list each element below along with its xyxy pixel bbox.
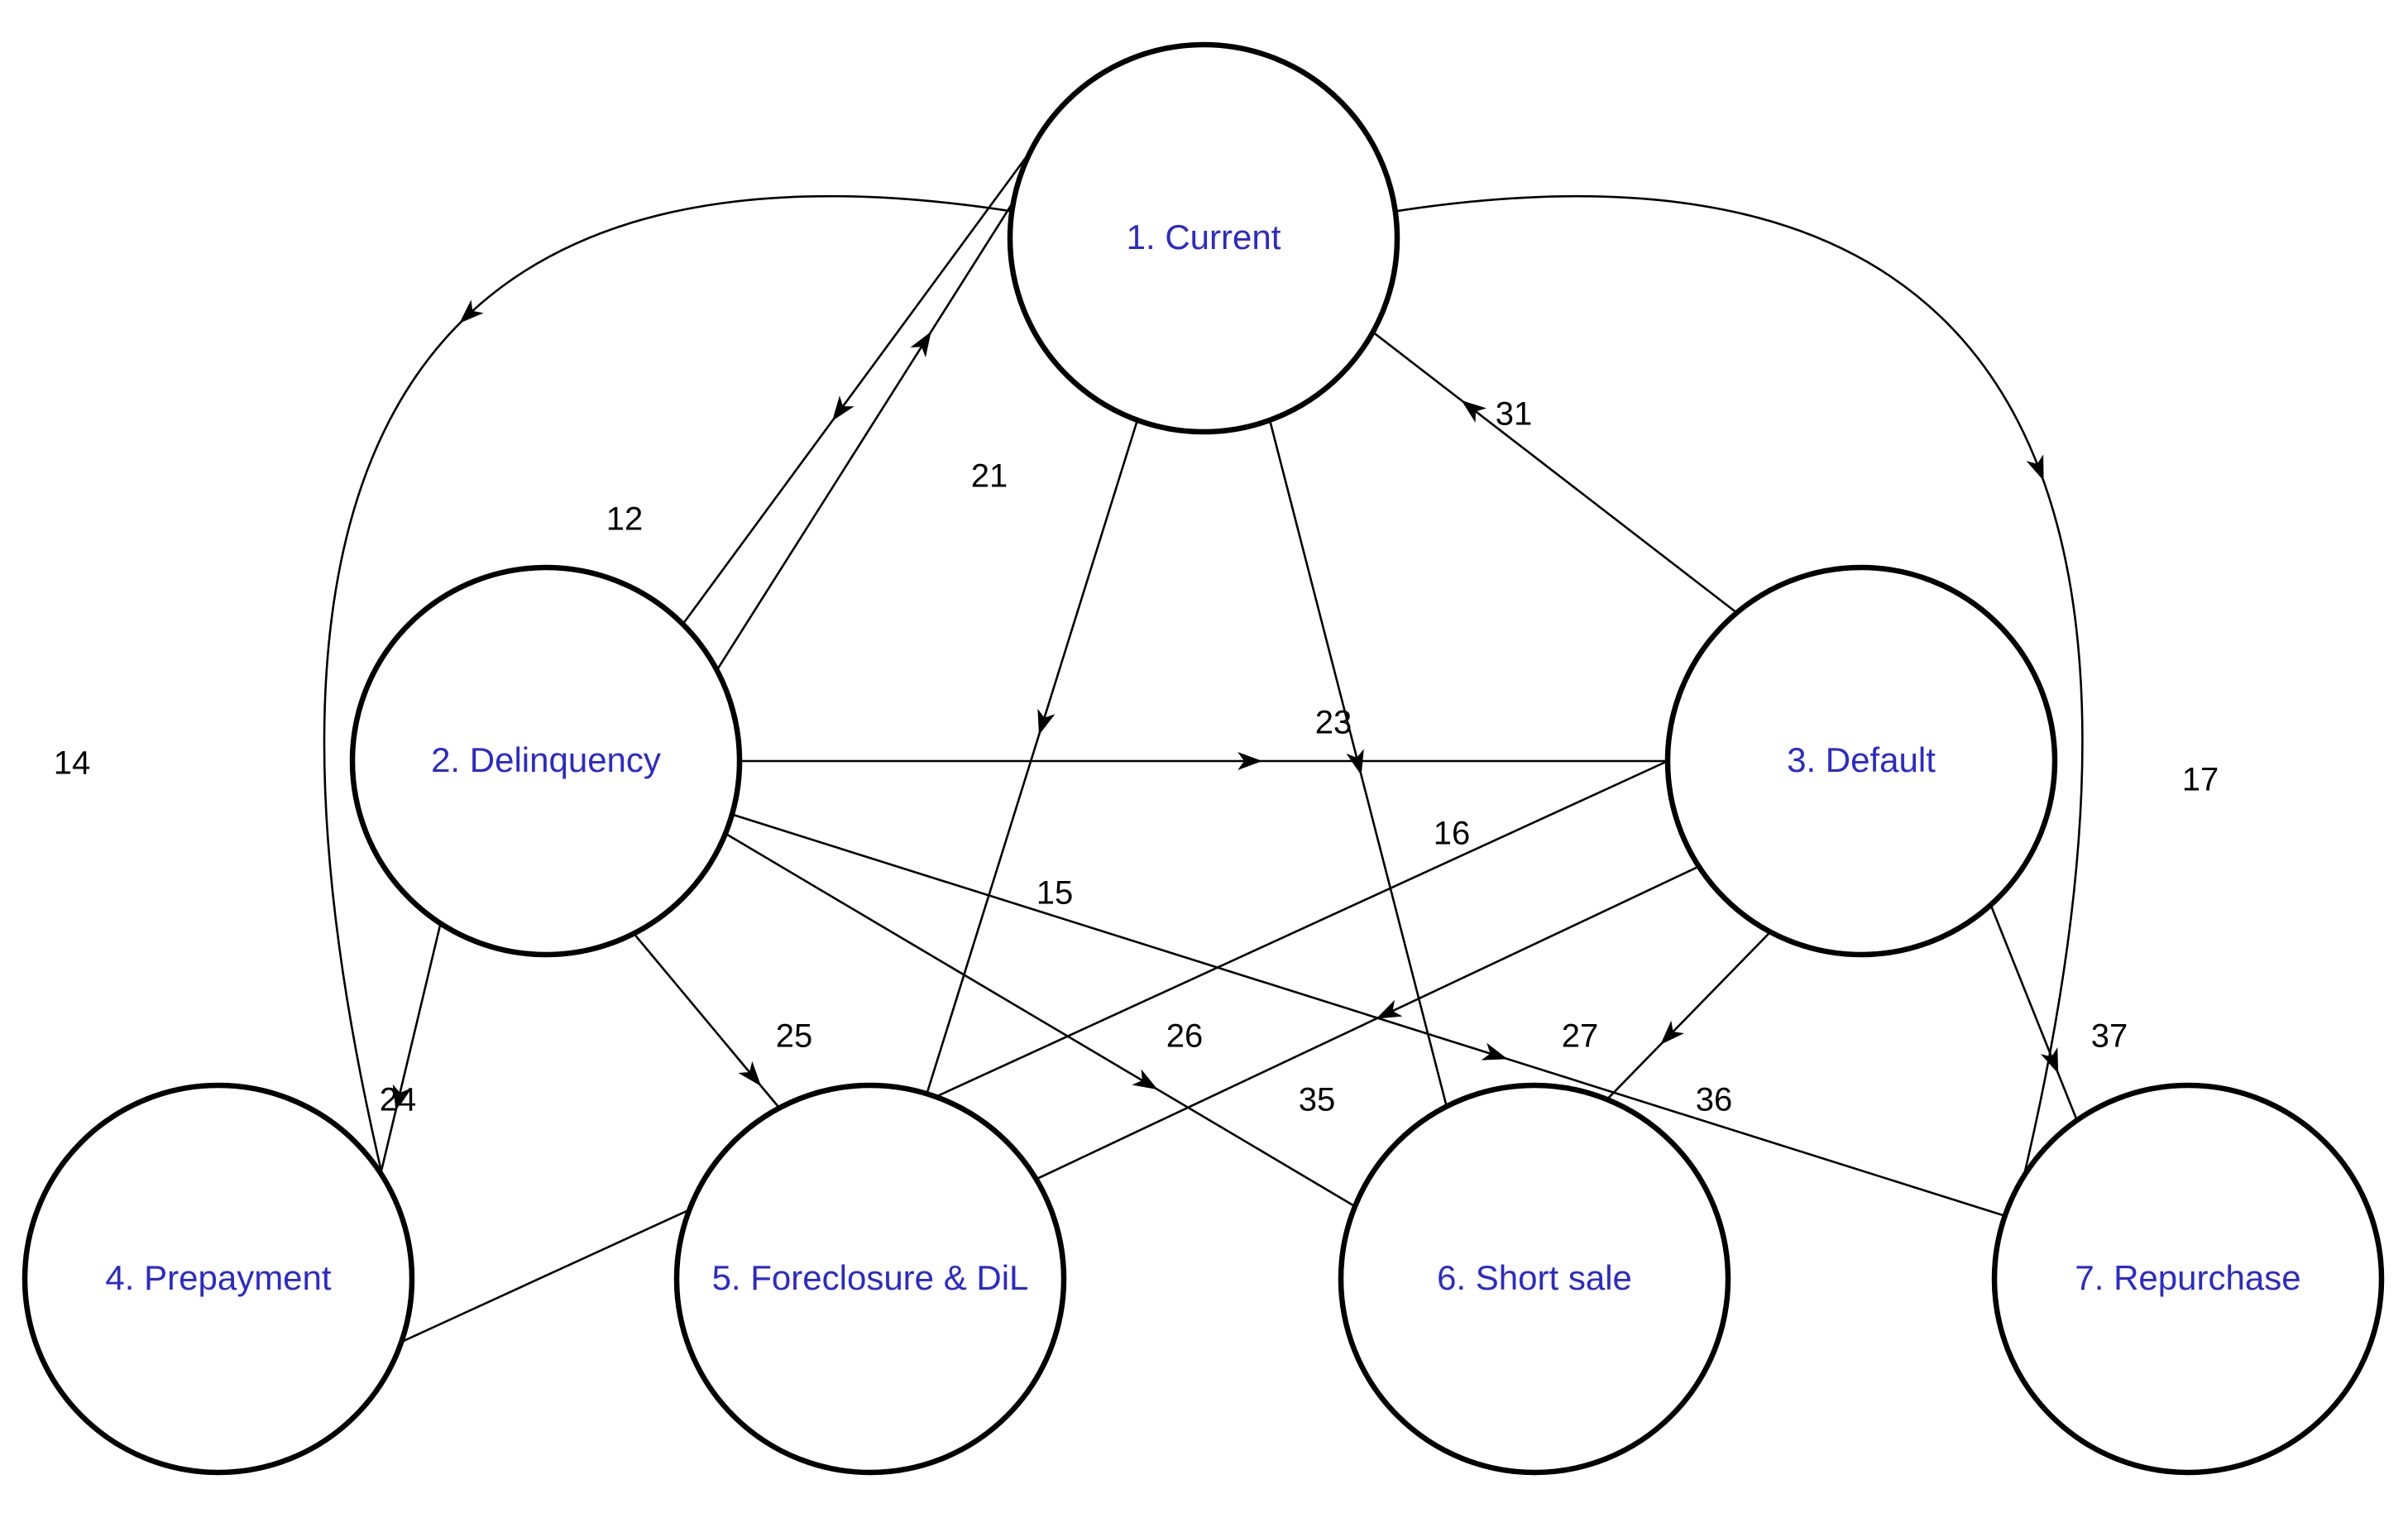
edge-label-1-to-6: 16	[1434, 816, 1471, 852]
edge-label-2-to-6: 26	[1166, 1018, 1204, 1055]
state-node-circle-1	[1007, 41, 1400, 435]
edge-1-to-2	[682, 149, 1032, 625]
edge-3-to-7	[1989, 904, 2078, 1121]
edge-label-1-to-5: 15	[1036, 875, 1074, 912]
arrowhead-1-to-4	[459, 299, 484, 323]
state-node-label-1: 1. Current	[1127, 218, 1281, 256]
edge-label-3-to-1: 31	[1496, 396, 1533, 433]
arrowhead-2-to-7	[1481, 1042, 1508, 1061]
edge-label-1-to-2: 12	[606, 501, 644, 538]
arrowhead-3-to-1	[1461, 400, 1487, 423]
edge-1-to-7	[1395, 194, 2084, 1177]
arrowhead-3-to-7	[2040, 1046, 2059, 1074]
arrowhead-2-to-4	[392, 1084, 411, 1111]
arrowhead-2-to-6	[1132, 1069, 1158, 1090]
arrowhead-1-to-6	[1346, 749, 1364, 776]
state-node-circle-5	[673, 1082, 1067, 1476]
edge-label-2-to-1: 21	[971, 458, 1008, 495]
edge-label-3-to-6: 36	[1696, 1082, 1733, 1118]
edge-2-to-6	[725, 832, 1356, 1208]
edge-labels-layer: 12 21 31 14 17 23 15 16 24 25 26 27 35 36 37	[54, 396, 2219, 1118]
edge-3-to-5	[1036, 865, 1700, 1180]
arrowhead-2-to-1	[910, 331, 931, 357]
state-node-5: 5. Foreclosure & DiL	[673, 1082, 1067, 1476]
edges-layer	[323, 149, 2084, 1343]
state-node-circle-3	[1664, 564, 2058, 958]
edge-label-2-to-4: 24	[380, 1082, 417, 1118]
edge-3-to-6	[1606, 931, 1772, 1100]
state-node-3: 3. Default	[1664, 564, 2058, 958]
arrowhead-1-to-7	[2026, 454, 2044, 481]
state-node-6: 6. Short sale	[1338, 1082, 1731, 1476]
state-node-label-2: 2. Delinquency	[431, 740, 661, 779]
state-node-circle-4	[22, 1082, 415, 1476]
edge-3-to-1	[1372, 331, 1738, 614]
state-node-label-4: 4. Prepayment	[105, 1258, 331, 1297]
edge-2-to-7	[731, 813, 2006, 1218]
edge-label-2-to-3: 23	[1315, 705, 1352, 741]
edge-1-to-5	[926, 419, 1139, 1094]
state-node-label-7: 7. Repurchase	[2075, 1258, 2300, 1297]
arrowhead-3-to-5	[1376, 999, 1403, 1019]
arrowhead-1-to-5	[1037, 708, 1056, 735]
edge-3-to-4	[400, 759, 1668, 1343]
edge-label-1-to-4: 14	[54, 745, 91, 782]
state-node-7: 7. Repurchase	[1991, 1082, 2385, 1476]
state-node-circle-7	[1991, 1082, 2385, 1476]
edge-label-2-to-7: 27	[1562, 1018, 1599, 1055]
state-node-label-5: 5. Foreclosure & DiL	[712, 1258, 1029, 1297]
edge-label-2-to-5: 25	[776, 1018, 813, 1055]
edge-label-1-to-7: 17	[2182, 762, 2219, 798]
edge-label-3-to-5: 35	[1299, 1082, 1336, 1118]
nodes-layer: 1. Current 2. Delinquency 3. Default 4. Pre…	[22, 41, 2385, 1476]
edge-2-to-4	[379, 922, 442, 1174]
edge-label-3-to-7: 37	[2091, 1018, 2128, 1055]
state-node-2: 2. Delinquency	[349, 564, 743, 958]
state-node-1: 1. Current	[1007, 41, 1400, 435]
state-node-circle-6	[1338, 1082, 1731, 1476]
arrowhead-3-to-6	[1660, 1020, 1685, 1045]
edge-2-to-1	[716, 200, 1015, 671]
state-node-label-6: 6. Short sale	[1437, 1258, 1632, 1297]
state-node-4: 4. Prepayment	[22, 1082, 415, 1476]
arrowhead-2-to-5	[738, 1061, 762, 1086]
edge-1-to-4	[323, 194, 1013, 1177]
arrowhead-1-to-2	[832, 395, 855, 421]
arrowhead-2-to-3	[1238, 752, 1263, 770]
state-node-label-3: 3. Default	[1787, 740, 1936, 779]
state-node-circle-2	[349, 564, 743, 958]
